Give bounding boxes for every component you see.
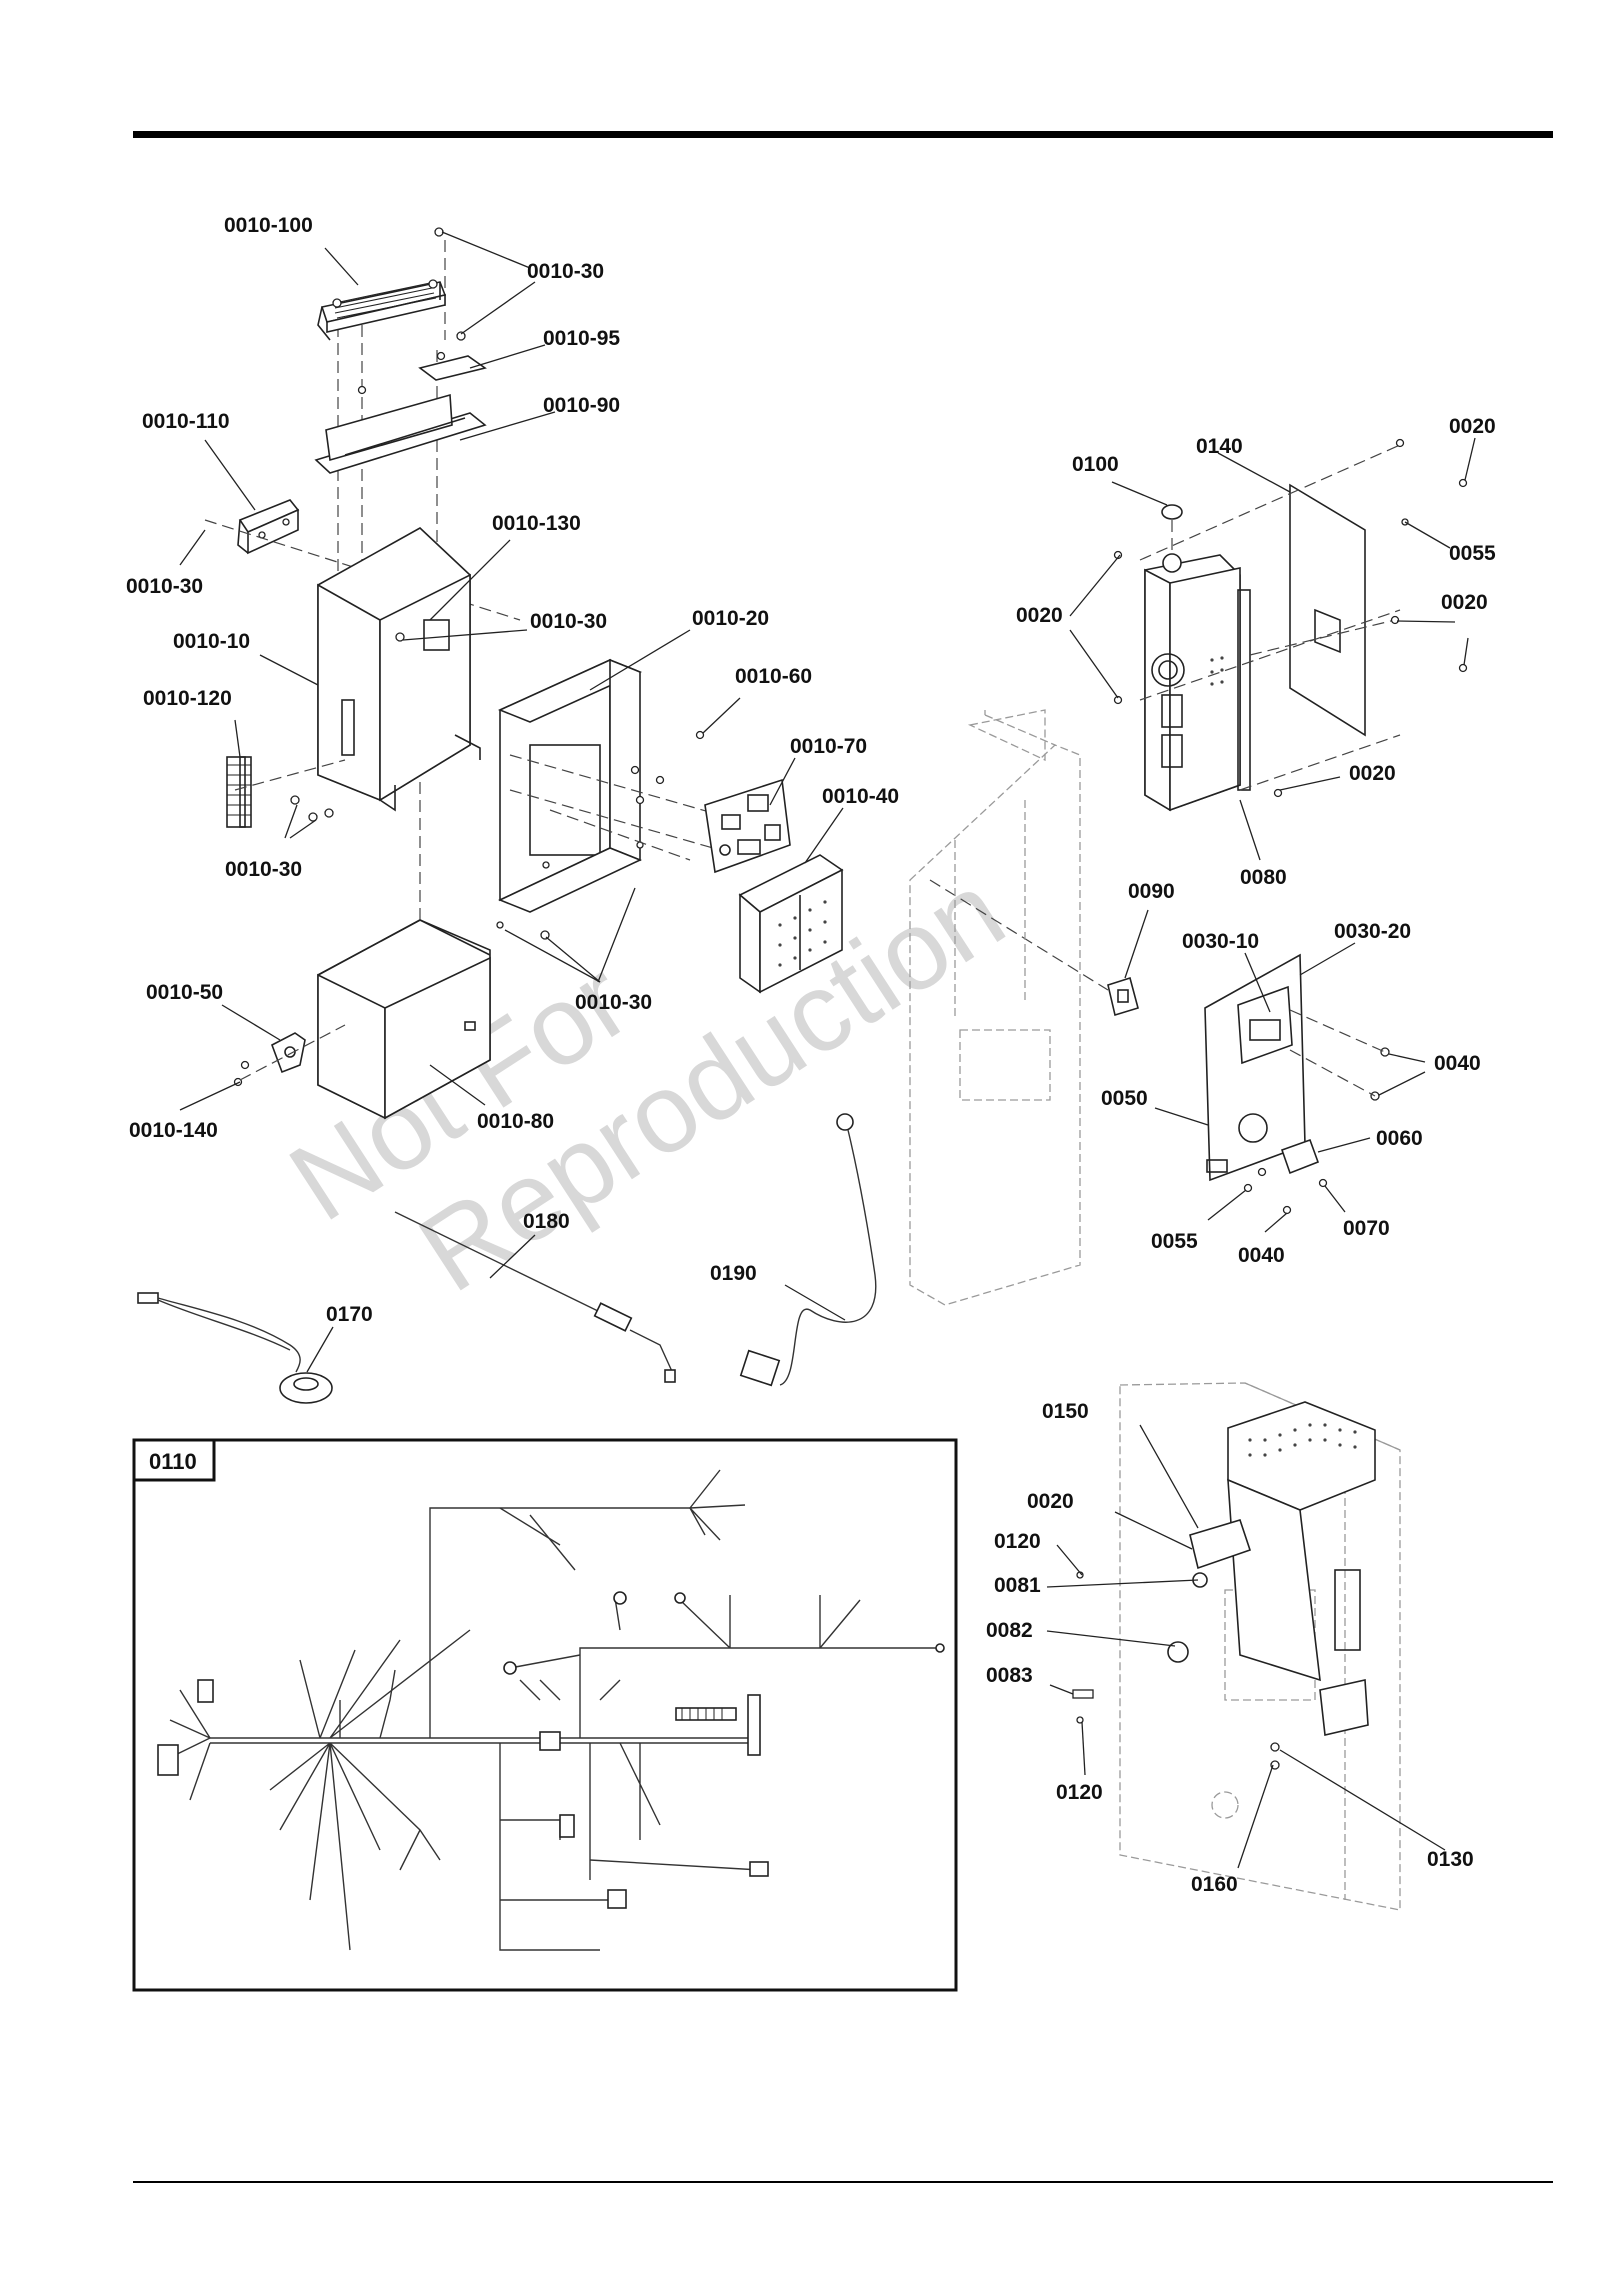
part-0010-90-bracket xyxy=(314,393,487,474)
callout-0010-30: 0010-30 xyxy=(126,575,203,598)
assembly-0080-module xyxy=(1144,504,1251,812)
part-0010-110-bracket xyxy=(237,499,300,555)
part-0170-current-transformer xyxy=(137,1292,333,1404)
callout-0040: 0040 xyxy=(1238,1244,1285,1267)
callout-0082: 0082 xyxy=(986,1619,1033,1642)
callout-0190: 0190 xyxy=(710,1262,757,1285)
callout-0100: 0100 xyxy=(1072,453,1119,476)
footer-rule xyxy=(133,2181,1553,2183)
callout-0020: 0020 xyxy=(1016,604,1063,627)
callout-0010-140: 0010-140 xyxy=(129,1119,218,1142)
callout-0055: 0055 xyxy=(1151,1230,1198,1253)
part-0010-120-terminal-strip xyxy=(226,756,252,828)
callout-0150: 0150 xyxy=(1042,1400,1089,1423)
callout-0170: 0170 xyxy=(326,1303,373,1326)
callout-0030-20: 0030-20 xyxy=(1334,920,1411,943)
callout-0081: 0081 xyxy=(994,1574,1041,1597)
callout-0020: 0020 xyxy=(1027,1490,1074,1513)
callout-0120: 0120 xyxy=(1056,1781,1103,1804)
callout-0120: 0120 xyxy=(994,1530,1041,1553)
part-0010-95-plate xyxy=(418,355,487,381)
callout-0010-30: 0010-30 xyxy=(530,610,607,633)
part-0010-50-relay xyxy=(271,1032,306,1074)
callout-0010-120: 0010-120 xyxy=(143,687,232,710)
callout-0040: 0040 xyxy=(1434,1052,1481,1075)
callout-0010-60: 0010-60 xyxy=(735,665,812,688)
callout-0083: 0083 xyxy=(986,1664,1033,1687)
part-0090-switch xyxy=(1107,976,1139,1017)
callout-0010-30: 0010-30 xyxy=(225,858,302,881)
callout-0160: 0160 xyxy=(1191,1873,1238,1896)
part-0050-mounting-plate xyxy=(1204,953,1320,1182)
callout-0010-80: 0010-80 xyxy=(477,1110,554,1133)
callout-0010-70: 0010-70 xyxy=(790,735,867,758)
part-0010-80-box xyxy=(317,919,491,1120)
harness-box-label: 0110 xyxy=(149,1449,197,1474)
callout-0070: 0070 xyxy=(1343,1217,1390,1240)
ghost-door-panel xyxy=(909,709,1081,1306)
callout-0020: 0020 xyxy=(1449,415,1496,438)
part-0010-100-vent-cover xyxy=(317,279,447,341)
callout-0010-100: 0010-100 xyxy=(224,214,313,237)
part-0140-cover-panel xyxy=(1289,483,1366,737)
callout-0020: 0020 xyxy=(1349,762,1396,785)
callout-0010-130: 0010-130 xyxy=(492,512,581,535)
callout-0010-50: 0010-50 xyxy=(146,981,223,1004)
callout-0180: 0180 xyxy=(523,1210,570,1233)
part-0010-70-pcb xyxy=(704,778,791,874)
callout-0010-90: 0010-90 xyxy=(543,394,620,417)
assembly-enclosure-view xyxy=(1119,1382,1401,1911)
callout-0010-40: 0010-40 xyxy=(822,785,899,808)
part-0180-sensor-cable xyxy=(394,1211,676,1383)
callout-0050: 0050 xyxy=(1101,1087,1148,1110)
callout-0055: 0055 xyxy=(1449,542,1496,565)
callout-0010-30: 0010-30 xyxy=(575,991,652,1014)
leader-lines xyxy=(179,231,1476,1869)
part-0010-20-enclosure xyxy=(497,658,644,913)
callout-0010-95: 0010-95 xyxy=(543,327,620,350)
callout-0010-20: 0010-20 xyxy=(692,607,769,630)
part-0010-10-main-bracket xyxy=(317,527,481,812)
callout-0010-30: 0010-30 xyxy=(527,260,604,283)
callout-0030-10: 0030-10 xyxy=(1182,930,1259,953)
part-0010-40-power-module xyxy=(738,854,844,994)
callout-0060: 0060 xyxy=(1376,1127,1423,1150)
part-0190-ground-cable xyxy=(739,1113,877,1387)
callout-0010-10: 0010-10 xyxy=(173,630,250,653)
callout-labels: 0010-100 0010-30 0010-95 0010-90 0010-11… xyxy=(126,214,1496,1896)
callout-0080: 0080 xyxy=(1240,866,1287,889)
callout-0020: 0020 xyxy=(1441,591,1488,614)
callout-0140: 0140 xyxy=(1196,435,1243,458)
assembly-0010 xyxy=(204,227,844,1120)
header-rule xyxy=(133,131,1553,138)
harness-box-0110 xyxy=(132,1438,958,1992)
callout-0130: 0130 xyxy=(1427,1848,1474,1871)
callout-0090: 0090 xyxy=(1128,880,1175,903)
callout-0010-110: 0010-110 xyxy=(142,410,230,433)
